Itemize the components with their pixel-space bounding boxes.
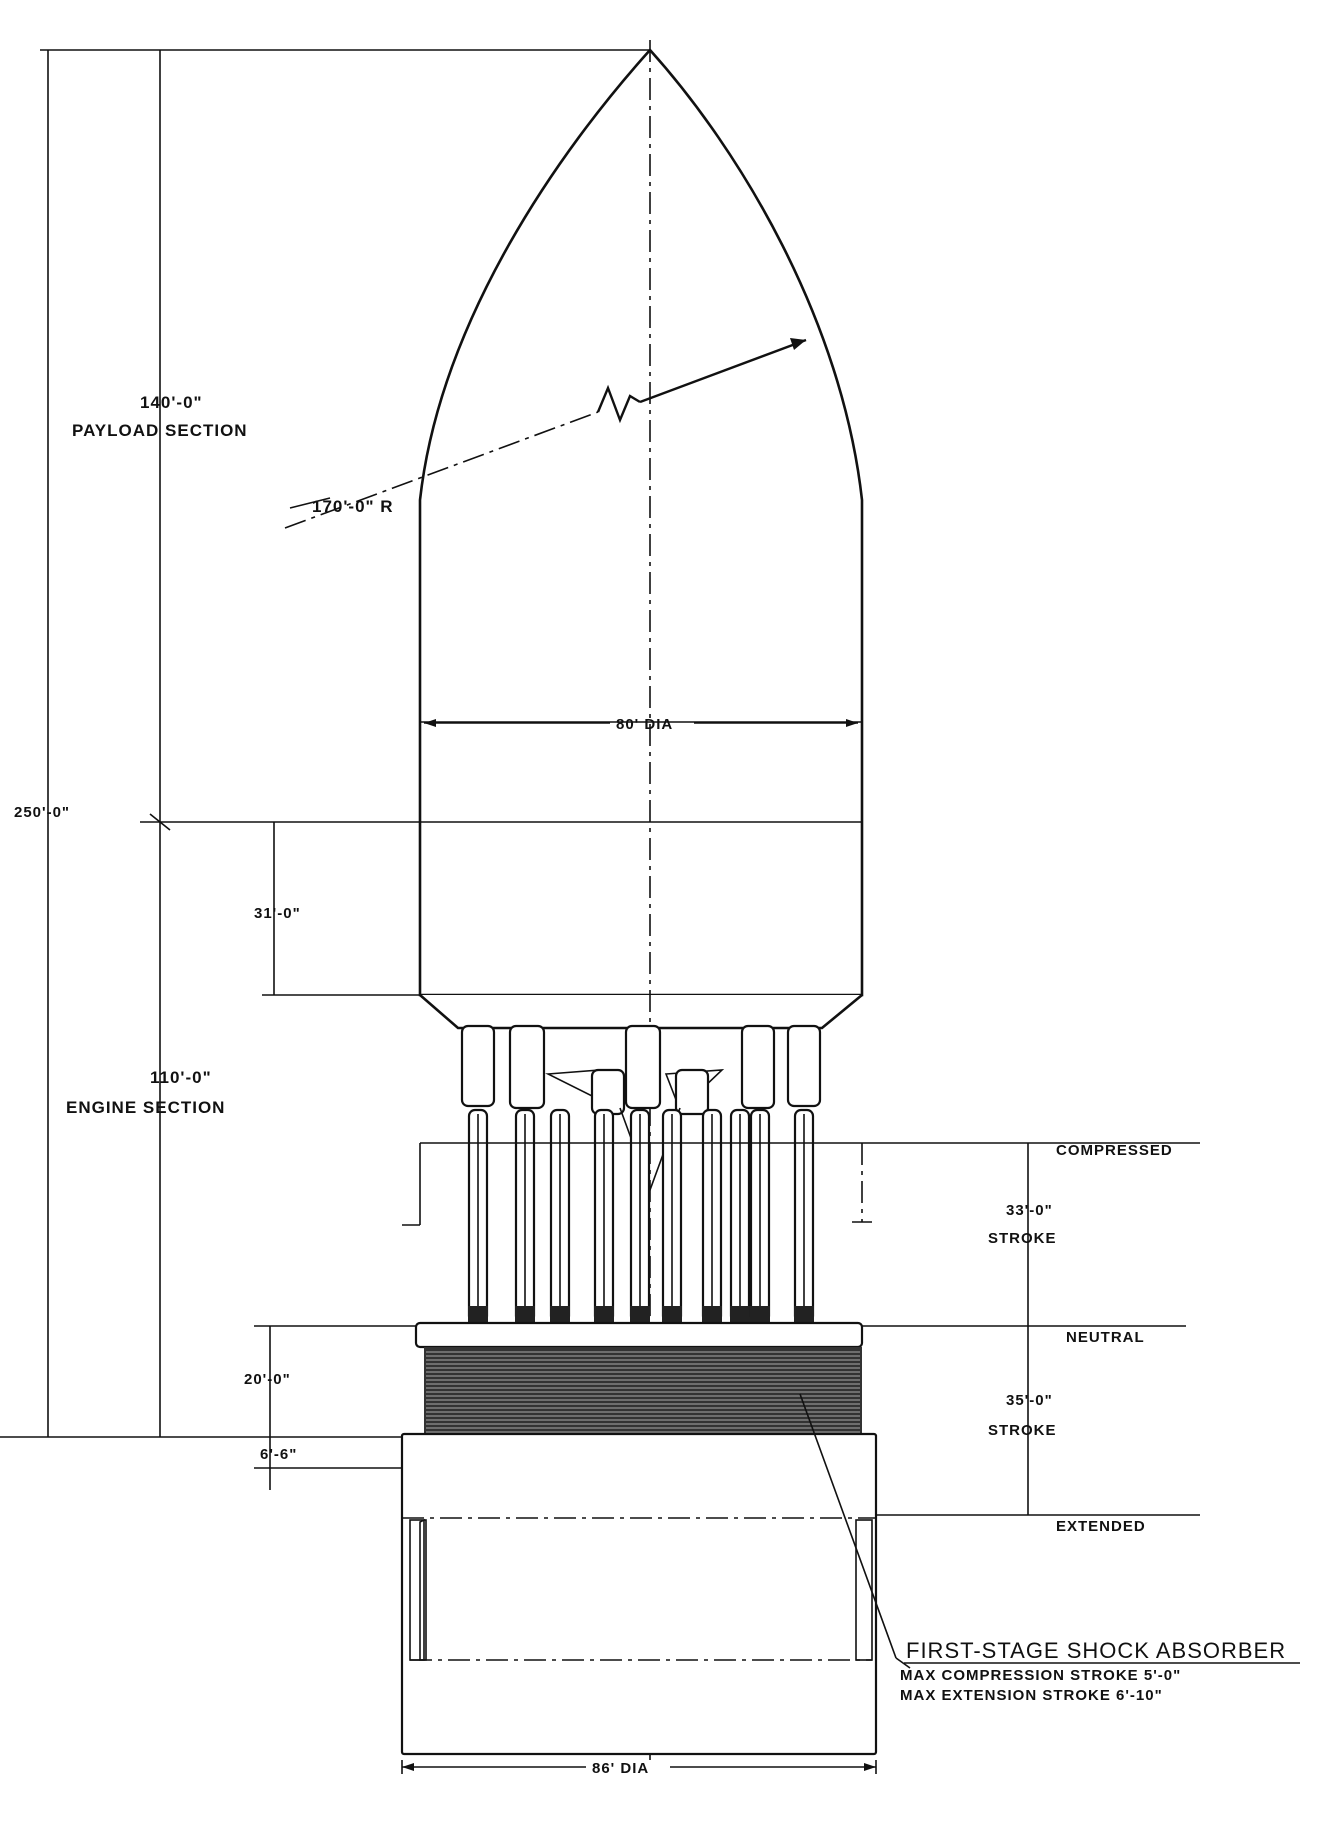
absorber-height-label: 20'-0" xyxy=(244,1371,291,1388)
extended-label: EXTENDED xyxy=(1056,1518,1146,1535)
first-stage-base xyxy=(400,1432,1200,1756)
callout-title: FIRST-STAGE SHOCK ABSORBER xyxy=(906,1638,1286,1663)
overall-height-label: 250'-0" xyxy=(14,804,70,821)
payload-section xyxy=(418,48,864,1030)
section-dimension xyxy=(140,50,430,1437)
height-31-label: 31'-0" xyxy=(254,905,301,922)
engine-pods xyxy=(460,1024,822,1193)
engine-section-label: ENGINE SECTION xyxy=(66,1098,225,1117)
base-diameter-label: 86' DIA xyxy=(592,1760,649,1777)
callout-leader xyxy=(799,1393,1300,1669)
height-31-dimension xyxy=(262,822,420,996)
extended-stroke-value: 35'-0" xyxy=(1006,1392,1053,1409)
foot-height-label: 6'-6" xyxy=(260,1446,297,1463)
engine-height-label: 110'-0" xyxy=(150,1068,212,1087)
landing-struts xyxy=(467,1108,815,1324)
overall-dimension xyxy=(0,49,650,1438)
radius-label: 170'-0" R xyxy=(312,497,394,516)
base-diameter-dimension xyxy=(401,1760,877,1774)
payload-height-label: 140'-0" xyxy=(140,393,203,412)
callout-line-2: MAX EXTENSION STROKE 6'-10" xyxy=(900,1687,1163,1704)
extended-stroke-label: STROKE xyxy=(988,1422,1057,1439)
upper-diameter-label: 80' DIA xyxy=(616,716,673,733)
neutral-label: NEUTRAL xyxy=(1066,1329,1145,1346)
upper-diameter-dimension xyxy=(424,719,858,727)
compressed-outline xyxy=(402,1142,1200,1226)
compressed-stroke-value: 33'-0" xyxy=(1006,1202,1053,1219)
compressed-stroke-label: STROKE xyxy=(988,1230,1057,1247)
radius-dimension xyxy=(284,338,807,529)
callout-line-1: MAX COMPRESSION STROKE 5'-0" xyxy=(900,1667,1181,1684)
compressed-label: COMPRESSED xyxy=(1056,1142,1173,1159)
payload-section-label: PAYLOAD SECTION xyxy=(72,421,248,440)
